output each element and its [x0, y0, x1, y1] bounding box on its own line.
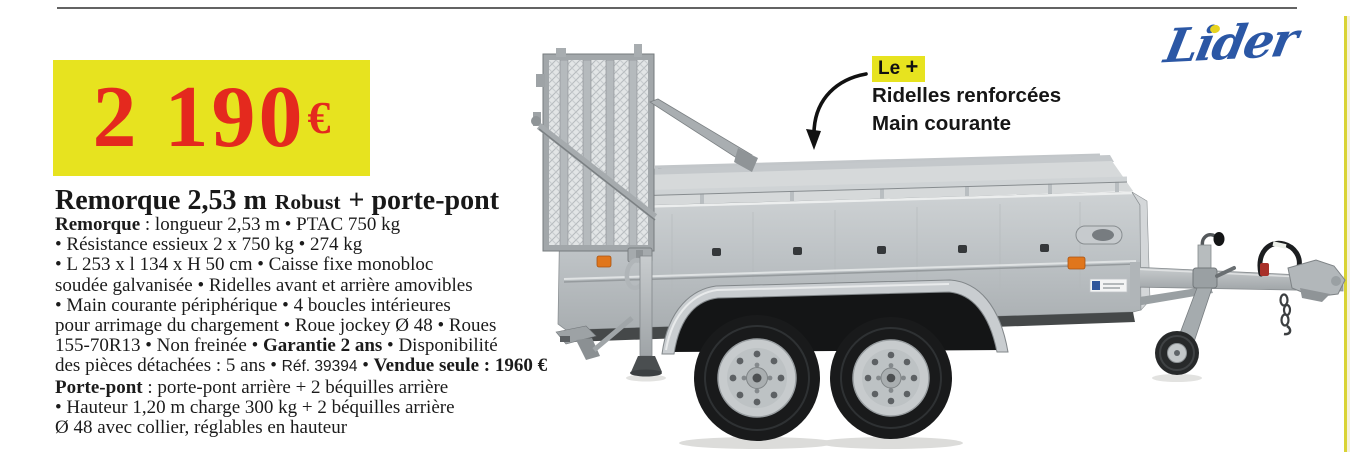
brand-logo-text: Lider	[1159, 12, 1301, 75]
jockey-wheel	[1155, 232, 1236, 375]
rear-underside	[555, 316, 634, 360]
box-front-face	[1131, 191, 1151, 311]
tie-down-slots	[632, 244, 1049, 257]
ramp-porte-pont	[531, 44, 658, 252]
wheel-well	[668, 286, 1006, 352]
price-badge: 2 190€	[53, 60, 370, 176]
front-latch	[1075, 225, 1123, 245]
description-line: Remorque : longueur 2,53 m • PTAC 750 kg	[55, 214, 401, 235]
description-line: • Main courante périphérique • 4 boucles…	[55, 294, 451, 316]
trailer-box	[555, 191, 1151, 331]
description-line: des pièces détachées : 5 ans • Réf. 3939…	[55, 355, 548, 377]
description-line: soudée galvanisée • Ridelles avant et ar…	[55, 274, 473, 296]
right-wheel	[830, 317, 952, 439]
rear-reflector	[596, 255, 612, 268]
left-wheel	[694, 315, 820, 441]
description-line: Ø 48 avec collier, réglables en hauteur	[55, 417, 348, 439]
price-currency: €	[307, 92, 331, 143]
rear-stand	[624, 247, 662, 377]
rear-latch	[555, 232, 595, 249]
description-line: • Hauteur 1,20 m charge 300 kg + 2 béqui…	[55, 396, 455, 418]
callout-badge-prefix: Le	[878, 58, 901, 79]
fender	[661, 279, 1009, 355]
price-amount: 2 190	[92, 69, 306, 166]
product-title: Remorque 2,53 m Robust + porte-pont	[55, 183, 499, 217]
hitch-coupling	[1257, 240, 1346, 302]
ground-shadows	[626, 374, 1202, 449]
title-main: Remorque 2,53 m	[55, 185, 267, 216]
callout-arrow-icon	[806, 72, 868, 150]
callout-line: Ridelles renforcées	[872, 84, 1062, 107]
description-line: pour arrimage du chargement • Roue jocke…	[55, 315, 497, 337]
product-description: Remorque : longueur 2,53 m • PTAC 750 kg…	[55, 214, 548, 439]
title-suffix: + porte-pont	[348, 185, 500, 216]
fender-highlight	[665, 283, 950, 351]
front-reflector	[1067, 256, 1086, 270]
drawbar	[1130, 262, 1344, 306]
right-border-margin	[1347, 16, 1350, 452]
label-sticker	[1089, 278, 1128, 293]
callout-line: Main courante	[872, 111, 1011, 135]
plus-icon: +	[905, 54, 919, 79]
chassis-shadow	[566, 312, 1135, 342]
main-courante-rail	[595, 176, 1128, 206]
description-line: • L 253 x l 134 x H 50 cm • Caisse fixe …	[55, 254, 434, 276]
title-variant: Robust	[274, 190, 341, 214]
callout-text: Ridelles renforcées Main courante	[872, 82, 1061, 137]
safety-chain	[1279, 293, 1292, 336]
brand-logo: Lider	[1160, 13, 1326, 76]
callout-badge: Le +	[872, 54, 926, 82]
right-border	[1344, 16, 1347, 452]
description-line: 155-70R13 • Non freinée • Garantie 2 ans…	[55, 335, 498, 357]
box-interior	[562, 161, 1133, 209]
ramp-support-strut	[649, 98, 758, 172]
top-divider	[57, 7, 1297, 9]
description-line: Porte-pont : porte-pont arrière + 2 béqu…	[55, 376, 449, 398]
description-line: • Résistance essieux 2 x 750 kg • 274 kg	[55, 234, 363, 256]
